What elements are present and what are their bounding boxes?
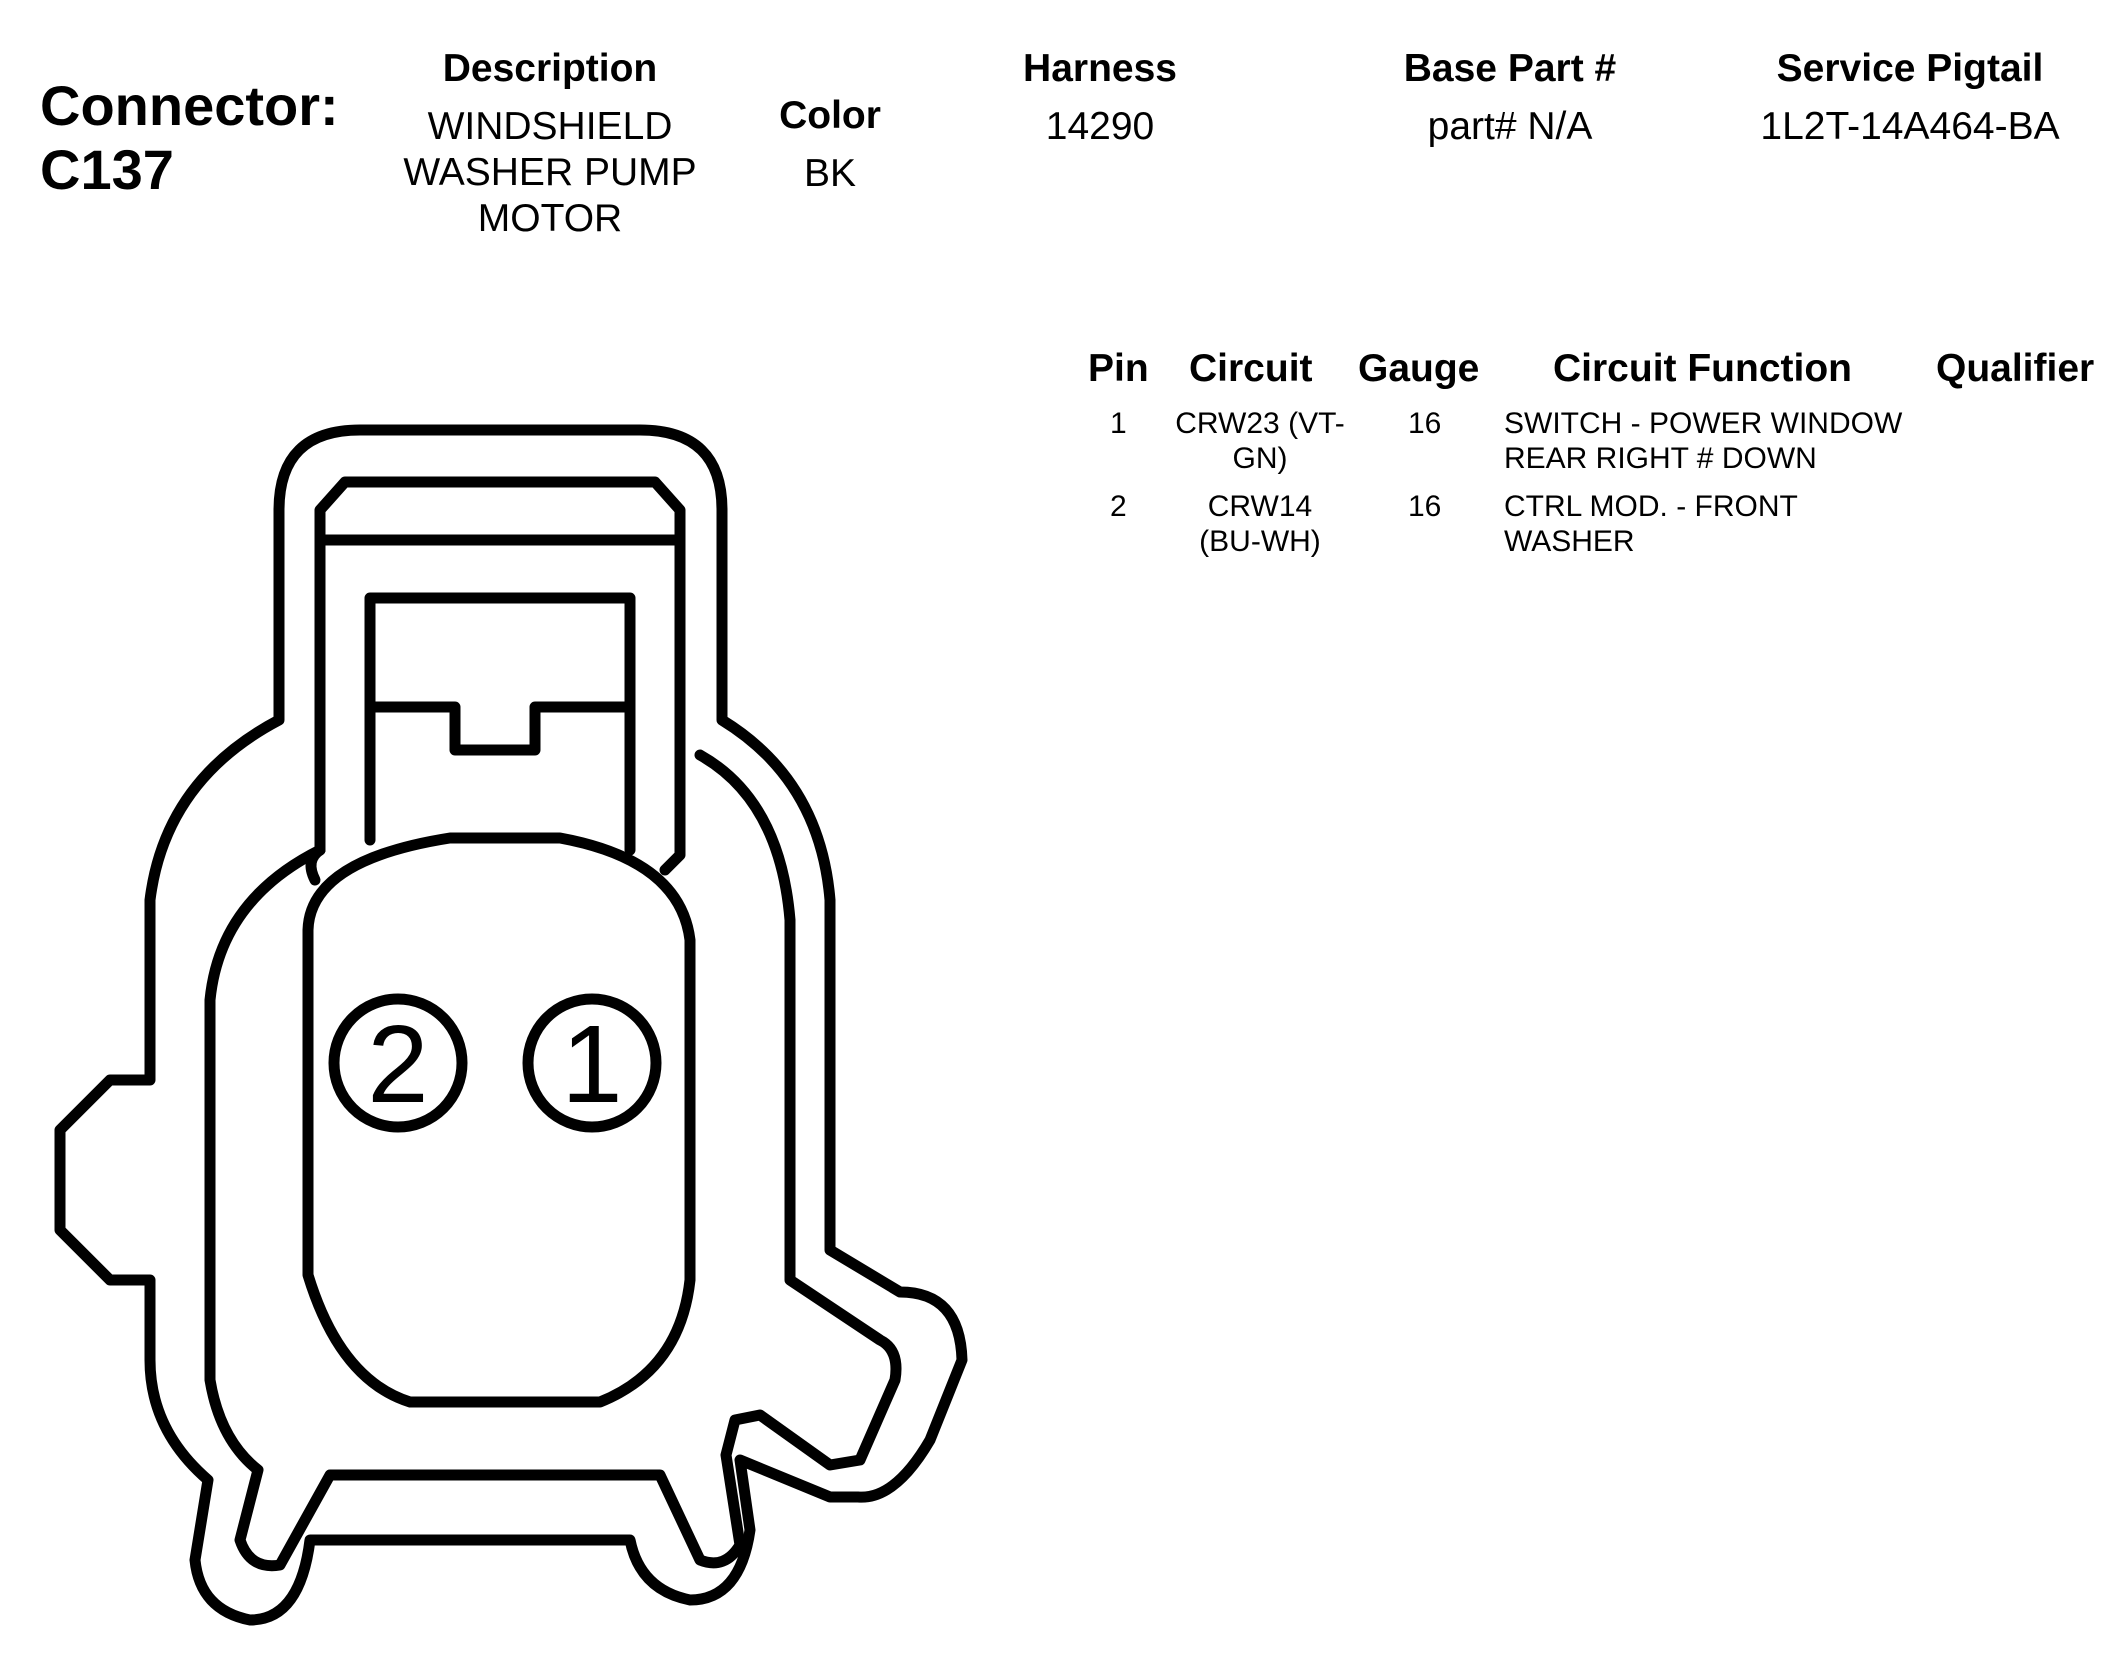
latch-notch [364, 701, 636, 756]
table-row-1-gauge: 16 [1408, 407, 1442, 440]
pin-cavity-1 [522, 993, 662, 1133]
description-line-2: WASHER PUMP [403, 151, 697, 194]
color-value: BK [803, 152, 857, 195]
harness-header: Harness [1023, 47, 1177, 90]
latch-cap [314, 476, 686, 876]
table-row-2-circuit-line-1: CRW14 [1207, 490, 1313, 523]
circuit-function-header: Circuit Function [1553, 347, 1852, 390]
housing-inner-outline [204, 749, 902, 1572]
table-row-1-function: SWITCH - POWER WINDOW REAR RIGHT # DOWN [1504, 406, 1902, 476]
table-row-1-function-line-1: SWITCH - POWER WINDOW [1504, 407, 1903, 440]
latch-window [364, 592, 636, 856]
connector-label: Connector: [40, 74, 339, 137]
circuit-header: Circuit [1189, 347, 1313, 390]
base-part-value: part# N/A [1427, 105, 1593, 148]
table-row-1-function-line-2: REAR RIGHT # DOWN [1504, 442, 1817, 475]
housing-outer-outline [54, 424, 968, 1626]
table-row-1-pin: 1 [1110, 407, 1127, 440]
table-row-2-gauge: 16 [1408, 490, 1442, 523]
pin-label-1: 1 [561, 1003, 622, 1126]
base-part-column: Base Part # part# N/A [1340, 46, 1680, 150]
description-header: Description [442, 47, 658, 90]
pin-label-2: 2 [367, 1003, 428, 1126]
pin-header: Pin [1088, 347, 1149, 390]
pin-cavity-2 [328, 993, 468, 1133]
table-row-2-function: CTRL MOD. - FRONT WASHER [1504, 489, 1798, 559]
gauge-header: Gauge [1358, 347, 1480, 390]
table-row-2-pin: 2 [1110, 490, 1127, 523]
harness-column: Harness 14290 [960, 46, 1240, 150]
table-row-2-circuit-line-2: (BU-WH) [1199, 525, 1321, 558]
description-line-3: MOTOR [477, 197, 623, 240]
service-pigtail-header: Service Pigtail [1776, 47, 2044, 90]
latch-hook [305, 844, 326, 886]
color-header: Color [779, 94, 881, 137]
connector-id: C137 [40, 138, 174, 201]
table-row-2-function-line-1: CTRL MOD. - FRONT [1504, 490, 1798, 523]
table-row-1-circuit-line-2: GN) [1232, 442, 1288, 475]
pin-insert-body [302, 832, 696, 1408]
harness-value: 14290 [1045, 105, 1155, 148]
color-column: Color BK [740, 93, 920, 197]
table-row-2-function-line-2: WASHER [1504, 525, 1635, 558]
qualifier-header: Qualifier [1936, 347, 2095, 390]
table-row-1-circuit: CRW23 (VT- GN) [1150, 406, 1370, 476]
connector-title: Connector: C137 [40, 74, 339, 202]
service-pigtail-column: Service Pigtail 1L2T-14A464-BA [1720, 46, 2100, 150]
base-part-header: Base Part # [1403, 47, 1617, 90]
service-pigtail-value: 1L2T-14A464-BA [1760, 105, 2060, 148]
table-row-2-circuit: CRW14 (BU-WH) [1150, 489, 1370, 559]
description-line-1: WINDSHIELD [427, 105, 673, 148]
table-row-1-circuit-line-1: CRW23 (VT- [1175, 407, 1345, 440]
description-column: Description WINDSHIELD WASHER PUMP MOTOR [380, 46, 720, 242]
